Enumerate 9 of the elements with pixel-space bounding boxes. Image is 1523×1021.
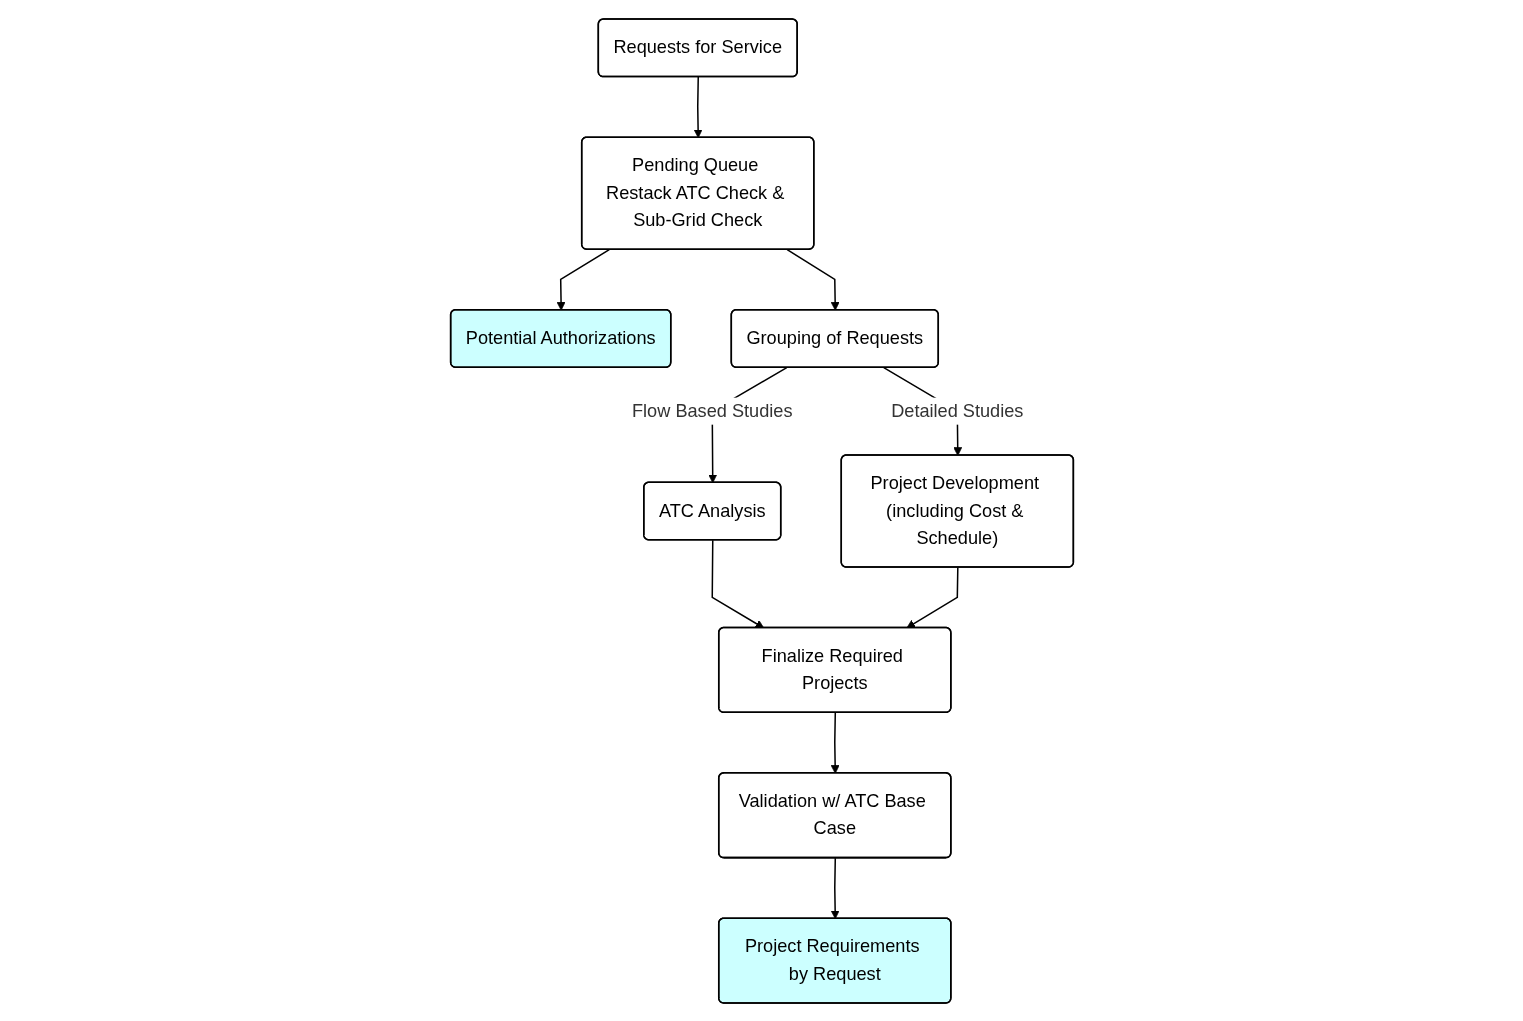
arrow [830, 856, 840, 919]
arrow [556, 248, 610, 311]
arrow [905, 566, 959, 628]
edge-label: Detailed Studies [890, 400, 1023, 421]
arrow [830, 711, 840, 774]
edge-label: Flow Based Studies [631, 400, 793, 421]
arrow [785, 248, 840, 311]
arrow [711, 539, 764, 628]
arrow [693, 75, 703, 138]
